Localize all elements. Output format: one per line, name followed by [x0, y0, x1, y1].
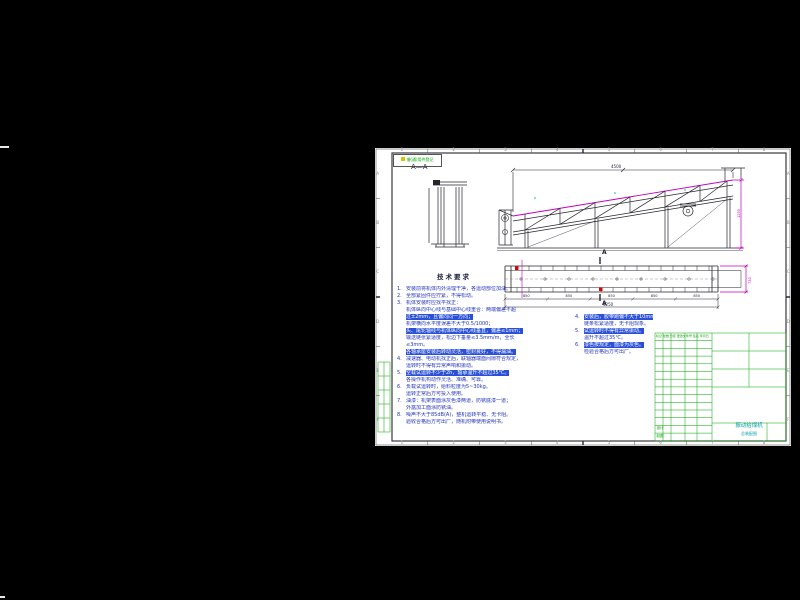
zone-number: 2 — [452, 146, 455, 152]
tech-line: 过±2mm，且偏向同一方向； — [406, 314, 474, 320]
red-marker — [515, 266, 519, 270]
drive-pulley-circle — [682, 205, 694, 217]
drawing-sheet: 1 2 3 4 5 6 7 8 1 2 3 4 5 6 7 8 A B C D E F A B C D E F 借(通)用件登记… — [375, 146, 791, 446]
zone-number: 6 — [659, 439, 662, 445]
section-label: A—A — [411, 163, 428, 171]
snap-marker — [614, 192, 616, 194]
tech-line: 4.安装后，胶带跑偏不大于10mm。 — [575, 314, 653, 321]
tech-line: 2.全部紧固件应拧紧，不得松动。 — [397, 293, 477, 299]
zone-number: A — [376, 170, 380, 176]
drawing-subtitle: 总装配图 — [741, 430, 757, 436]
tech-line: 4.减速器、电动机找正后，联轴器端面间隙符合规定， — [397, 356, 522, 362]
signature-labels: 设计制图 — [657, 425, 664, 440]
zone-number: A — [786, 170, 790, 176]
tech-line: 机体纵向中心线与基础中心线重合：两端偏差不超 — [406, 307, 517, 313]
tech-requirements-left: 1.安装前将机体内外清理干净，各运动部位加油。2.全部紧固件应拧紧，不得松动。3… — [397, 286, 569, 426]
tech-line: 6.漆色按规定，面漆为灰色。 — [575, 342, 645, 348]
zone-number: C — [786, 269, 790, 275]
cut-letter-top: A — [602, 249, 607, 256]
zone-letters-left: A B C D E F — [376, 149, 381, 445]
tech-line: 5.试运转时不得有异常振动。 — [575, 328, 645, 334]
screen-artifact — [0, 596, 5, 598]
tech-line: 机架横向水平度误差不大于0.5/1000； — [406, 321, 494, 327]
zone-number: B — [786, 219, 790, 225]
zone-number: 5 — [607, 439, 611, 445]
tech-line: 头、尾轮轴线与机体纵向中心线垂直，偏差≤1mm； — [406, 328, 524, 334]
zone-number: 1 — [400, 439, 404, 445]
zone-number: C — [376, 269, 380, 275]
tech-line: 各操作机构动作灵活、准确、可靠。 — [406, 377, 487, 383]
plan-total-dim: 4250 — [603, 301, 614, 307]
screen-artifact — [0, 146, 9, 148]
plan-width-dim: 730 — [747, 277, 752, 284]
tech-requirements-right: 4.安装后，胶带跑偏不大于10mm。链条松紧适度，无卡阻现象。5.试运转时不得有… — [575, 314, 653, 356]
plan-width-dimension-magenta — [720, 264, 748, 294]
signature-label: 设计 — [656, 426, 664, 430]
zone-number: 6 — [659, 146, 662, 152]
tech-line: 6.负载试运转时，给料粒度为5~30kg。 — [397, 384, 491, 390]
snap-marker — [684, 189, 686, 191]
zone-number: 4 — [555, 146, 559, 152]
zone-number: E — [786, 367, 790, 373]
tech-line: 外露加工面涂防锈油。 — [406, 405, 457, 411]
tech-line: 运转时不得有异常声响和振动。 — [406, 363, 477, 369]
tech-line: 5.空载试运转不少于2h，轴承温升不超过35℃。 — [397, 370, 510, 376]
snap-marker — [534, 197, 536, 199]
red-marker — [599, 287, 603, 291]
tech-line: ≤3mm。 — [406, 342, 429, 348]
tech-line: 链条松紧适度，无卡阻现象。 — [584, 321, 650, 327]
deck-line-magenta — [512, 179, 734, 217]
zone-number: D — [786, 318, 790, 324]
zone-number: 8 — [762, 439, 766, 445]
zone-number: 8 — [762, 146, 766, 152]
tech-line: 各轴承座安装后转动灵活，密封良好，不得漏油。 — [406, 349, 517, 355]
section-view — [428, 180, 469, 248]
zone-number: 4 — [555, 439, 559, 445]
zone-number: 5 — [607, 146, 611, 152]
margin-blocks — [377, 361, 391, 433]
zone-numbers-bottom: 1 2 3 4 5 6 7 8 — [376, 439, 790, 446]
tech-line: 验收合格后方可出厂，随机附带使用说明书。 — [406, 419, 507, 425]
drawing-title: 振动给煤机 — [735, 422, 763, 429]
tech-line: 检验合格后方可出厂。 — [584, 349, 635, 355]
zone-number: 7 — [711, 439, 714, 445]
zone-number: 3 — [504, 439, 507, 445]
tech-line: 7.油漆：机架表面涂灰色漆两道，防锈底漆一道； — [397, 398, 512, 404]
zone-letters-right: A B C D E F — [786, 149, 791, 445]
drawing-linework — [375, 148, 791, 446]
revision-header: 标记 处数 分区 更改文件号 签名 年月日 — [656, 333, 709, 338]
zone-number: F — [787, 417, 790, 423]
zone-number: F — [376, 417, 379, 423]
tech-requirements-title: 技术要求 — [437, 273, 471, 281]
zone-numbers-top: 1 2 3 4 5 6 7 8 — [376, 146, 790, 153]
zone-number: E — [376, 367, 380, 373]
tech-line: 3.机体安装时应找平找正： — [397, 300, 462, 306]
cut-letter-bottom: A — [602, 300, 607, 307]
title-block-grid — [654, 332, 787, 442]
plan-view — [503, 257, 748, 309]
tech-line: 运转正常后方可投入使用。 — [406, 391, 467, 397]
tech-line: 8.噪声不大于85dB(A)，整机运转平稳、无卡阻。 — [397, 412, 512, 418]
elevation-view — [497, 167, 745, 251]
height-dimension-magenta — [733, 178, 744, 250]
zone-number: 3 — [504, 146, 507, 152]
center-trim-marks — [376, 149, 790, 445]
stamp-marker-icon — [401, 157, 406, 161]
elevation-length-dim: 4500 — [611, 164, 622, 169]
plan-dimensions — [503, 294, 720, 309]
signature-label: 制图 — [656, 433, 664, 438]
zone-number: 7 — [711, 146, 714, 152]
tech-line: 输送链张紧适度，松边下垂量≤3.5mm/m，全长 — [406, 335, 515, 341]
corner-stamp: 借(通)用件登记 — [393, 154, 442, 167]
elevation-height-dim: 1250 — [737, 209, 741, 218]
zone-number: D — [376, 318, 380, 324]
tech-line: 温升不超过35℃。 — [584, 335, 626, 341]
zone-number: 1 — [400, 146, 404, 152]
zone-number: 2 — [452, 439, 455, 445]
zone-number: B — [376, 219, 380, 225]
tech-line: 1.安装前将机体内外清理干净，各运动部位加油。 — [397, 286, 512, 292]
stamp-text: 借(通)用件登记 — [406, 157, 434, 162]
